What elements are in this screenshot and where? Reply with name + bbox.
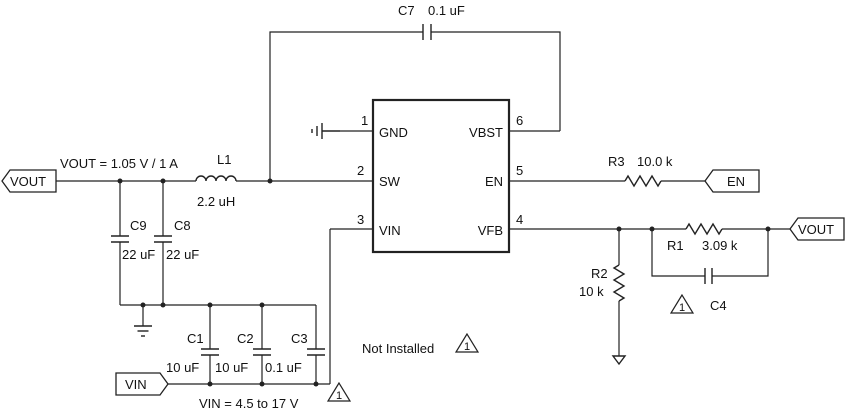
en-port: EN <box>704 169 760 193</box>
capacitor-c2 <box>253 348 271 356</box>
vout-right-label: VOUT <box>798 222 834 237</box>
inductor-l1 <box>195 175 237 182</box>
capacitor-c1 <box>201 348 219 356</box>
pin-vbst-label: VBST <box>469 125 503 140</box>
resistor-r2 <box>612 264 626 302</box>
pin-4-number: 4 <box>516 212 523 227</box>
capacitor-c8 <box>154 235 172 243</box>
en-port-label: EN <box>727 174 745 189</box>
vin-port-label: VIN <box>125 377 147 392</box>
vout-left-port: VOUT <box>1 169 57 193</box>
pin-3-number: 3 <box>357 212 364 227</box>
warning-triangle-mark: 1 <box>336 390 342 402</box>
c9-value: 22 uF <box>122 247 155 262</box>
warning-triangle-mark: 1 <box>464 341 470 353</box>
junction-dot <box>207 381 213 387</box>
pin-gnd-label: GND <box>379 125 408 140</box>
not-installed-note: Not Installed <box>362 341 434 356</box>
warning-triangle-mark: 1 <box>679 302 685 314</box>
r3-ref: R3 <box>608 154 625 169</box>
vout-right-port: VOUT <box>789 217 845 241</box>
junction-dot <box>259 381 265 387</box>
c7-right-wire <box>431 31 561 131</box>
junction-dot <box>160 302 166 308</box>
junction-dot <box>313 381 319 387</box>
r2-value: 10 k <box>579 284 604 299</box>
resistor-r3 <box>624 174 662 188</box>
ground-symbol-output <box>134 325 152 337</box>
resistor-r1 <box>685 222 723 236</box>
r3-value: 10.0 k <box>637 154 673 169</box>
pin-vfb-label: VFB <box>478 223 503 238</box>
pin-vin-label: VIN <box>379 223 401 238</box>
l1-ref: L1 <box>217 152 231 167</box>
c7-value: 0.1 uF <box>428 3 465 18</box>
pin-1-number: 1 <box>361 113 368 128</box>
vin-port: VIN <box>115 372 169 396</box>
capacitor-c4 <box>704 268 713 284</box>
vin-spec: VIN = 4.5 to 17 V <box>199 396 299 411</box>
l1-value: 2.2 uH <box>197 194 235 209</box>
c8-ref: C8 <box>174 218 191 233</box>
c1-value: 10 uF <box>166 360 199 375</box>
c7-left-wire <box>269 31 423 181</box>
r1-ref: R1 <box>667 238 684 253</box>
pin-sw-label: SW <box>379 174 401 189</box>
c2-value: 10 uF <box>215 360 248 375</box>
junction-dot <box>267 178 273 184</box>
warning-triangle-icon: 1 <box>454 332 480 353</box>
c7-ref: C7 <box>398 3 415 18</box>
capacitor-c9 <box>111 235 129 243</box>
vout-spec: VOUT = 1.05 V / 1 A <box>60 156 178 171</box>
pin-en-label: EN <box>485 174 503 189</box>
c3-value: 0.1 uF <box>265 360 302 375</box>
pin-6-number: 6 <box>516 113 523 128</box>
ground-symbol-feedback <box>611 355 627 366</box>
capacitor-c7 <box>422 24 432 40</box>
capacitor-c3 <box>307 348 325 356</box>
ground-symbol-ic <box>311 123 340 139</box>
c8-value: 22 uF <box>166 247 199 262</box>
c3-ref: C3 <box>291 331 308 346</box>
c1-ref: C1 <box>187 331 204 346</box>
c4-left-wire <box>651 229 705 277</box>
warning-triangle-icon: 1 <box>326 381 352 402</box>
ic-body <box>371 98 511 254</box>
pin-2-number: 2 <box>357 163 364 178</box>
pin-5-number: 5 <box>516 163 523 178</box>
c9-ref: C9 <box>130 218 147 233</box>
r1-value: 3.09 k <box>702 238 738 253</box>
c4-right-wire <box>712 229 769 277</box>
c2-ref: C2 <box>237 331 254 346</box>
warning-triangle-icon: 1 <box>669 293 695 314</box>
c4-ref: C4 <box>710 298 727 313</box>
vout-left-label: VOUT <box>10 174 46 189</box>
r2-ref: R2 <box>591 266 608 281</box>
